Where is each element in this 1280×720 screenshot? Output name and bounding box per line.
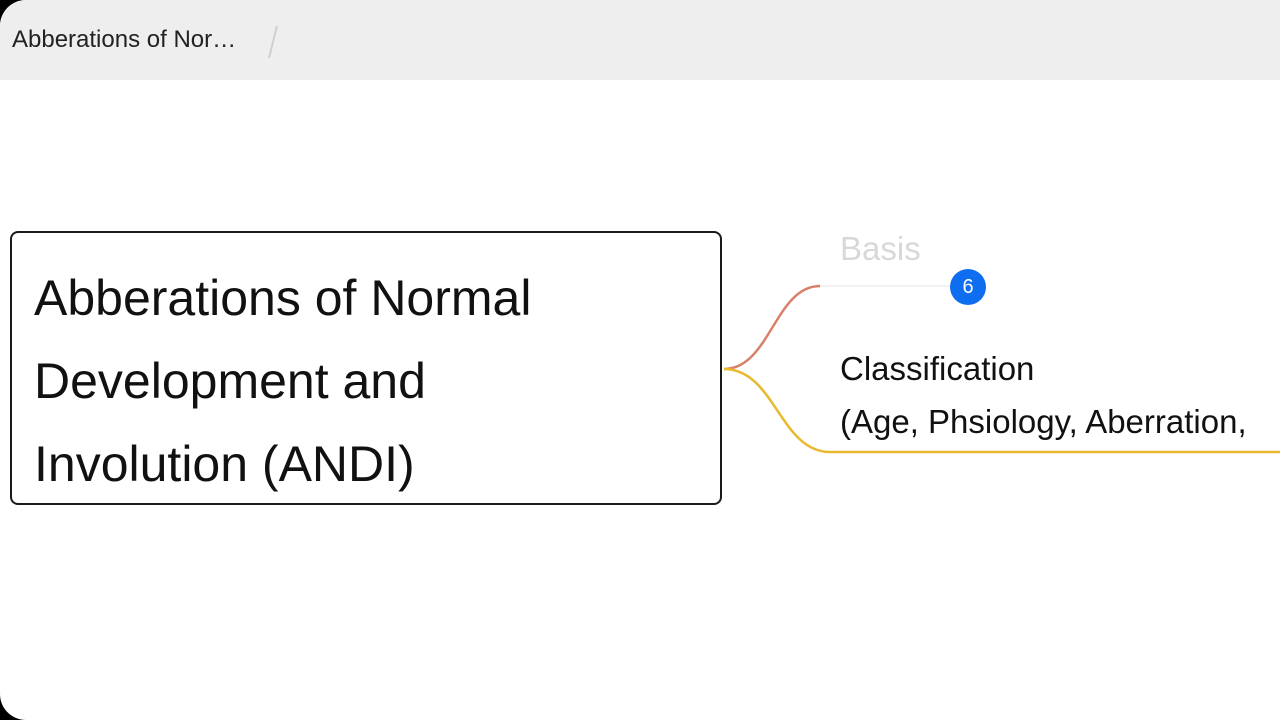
root-line-3: Involution (ANDI) (34, 436, 415, 492)
mindmap-canvas[interactable]: Abberations of Normal Development and In… (0, 80, 1280, 720)
root-topic-text: Abberations of Normal Development and In… (34, 257, 694, 506)
root-line-2: Development and (34, 353, 426, 409)
branch-connectors (723, 284, 1280, 454)
root-line-1: Abberations of Normal (34, 270, 532, 326)
breadcrumb-item[interactable]: Abberations of Nor… (12, 26, 237, 53)
classification-line-1: Classification (840, 350, 1035, 387)
top-bar: Abberations of Nor… (0, 0, 1280, 80)
branch-basis[interactable]: Basis (840, 230, 921, 267)
collapsed-count-badge[interactable]: 6 (950, 269, 986, 305)
branch-classification[interactable]: Classification (Age, Phsiology, Aberrati… (840, 342, 1247, 448)
breadcrumb-separator (268, 26, 278, 58)
root-topic-node[interactable]: Abberations of Normal Development and In… (10, 231, 722, 505)
classification-line-2: (Age, Phsiology, Aberration, (840, 403, 1247, 440)
